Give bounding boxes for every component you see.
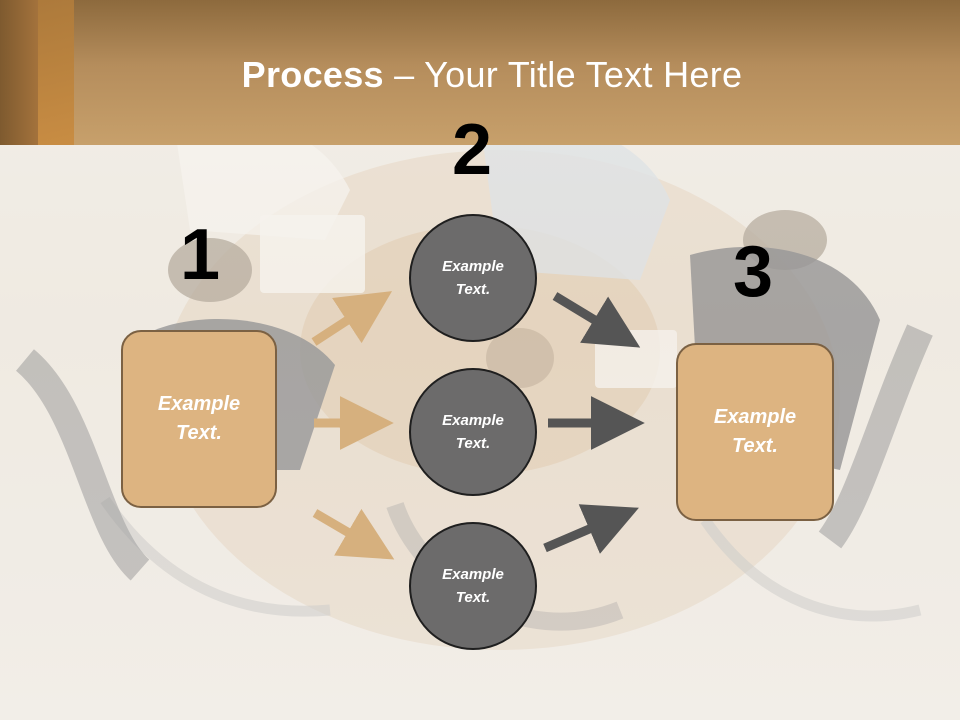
bottom-process-circle-text: Example Text. (442, 566, 504, 606)
slide-title-rest: – Your Title Text Here (383, 54, 743, 95)
left-process-box-text: Example Text. (157, 393, 241, 444)
right-process-box: Example Text. (676, 343, 834, 521)
slide-title: Process – Your Title Text Here (0, 54, 960, 96)
middle-process-circle-text: Example Text. (442, 412, 504, 452)
middle-process-circle: Example Text. (409, 368, 537, 496)
step-number-one: 1 (179, 215, 221, 295)
bottom-process-circle: Example Text. (409, 522, 537, 650)
top-process-circle: Example Text. (409, 214, 537, 342)
title-banner-stripe (38, 0, 74, 145)
top-process-circle-text: Example Text. (442, 258, 504, 298)
slide-title-bold: Process (241, 54, 384, 95)
step-number-two: 2 (451, 110, 493, 190)
left-process-box: Example Text. (121, 330, 277, 508)
title-banner (0, 0, 960, 145)
right-process-box-text: Example Text. (713, 406, 797, 457)
step-number-three: 3 (732, 232, 774, 312)
